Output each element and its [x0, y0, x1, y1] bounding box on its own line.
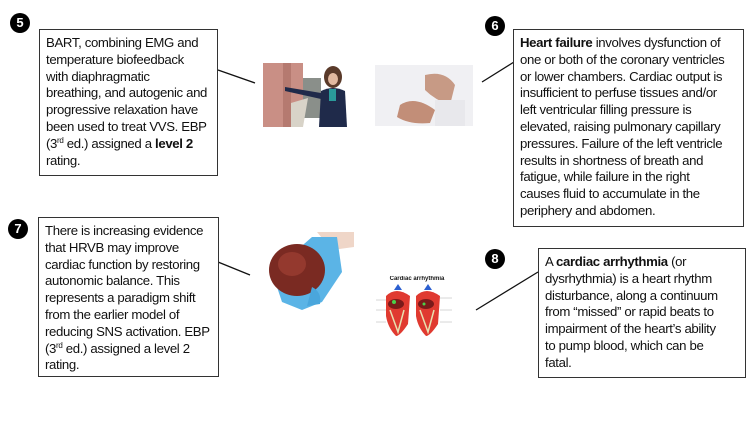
text-line: Heart failure involves dysfunction of: [520, 35, 737, 52]
text-line: that HRVB may improve: [45, 240, 212, 257]
text-segment: BART, combining EMG and: [46, 35, 199, 50]
text-segment: dysrhythmia) is a heart rhythm: [545, 270, 712, 286]
text-line: (3rd ed.) assigned a level 2: [46, 136, 211, 153]
text-segment: causes fluid to accumulate in the: [520, 186, 700, 202]
text-line: progressive relaxation have: [46, 102, 211, 119]
text-line: autonomic balance. This: [45, 273, 212, 290]
text-segment: with diaphragmatic: [46, 68, 150, 84]
text-line: rating.: [45, 357, 212, 374]
text-line: impairment of the heart’s ability: [545, 321, 739, 338]
superscript: rd: [56, 340, 63, 350]
text-segment: (or: [667, 254, 687, 269]
text-segment: represents a paradigm shift: [45, 290, 196, 306]
text-segment: temperature biofeedback: [46, 51, 184, 67]
heart-normal-icon: [386, 284, 410, 336]
text-line: periphery and abdomen.: [520, 203, 737, 220]
text-segment: fatigue, while failure in the right: [520, 169, 690, 185]
connector-6: [481, 61, 515, 83]
text-line: been used to treat VVS. EBP: [46, 119, 211, 136]
photo-woman-fainting: [263, 63, 359, 127]
text-line: There is increasing evidence: [45, 223, 212, 240]
text-segment: disturbance, along a continuum: [545, 287, 718, 303]
text-segment: breathing, and autogenic and: [46, 85, 208, 101]
text-line: fatigue, while failure in the right: [520, 169, 737, 186]
text-line: or lower chambers. Cardiac output is: [520, 69, 737, 86]
text-segment: A: [545, 254, 557, 269]
text-line: pressures. Failure of the left ventricle: [520, 136, 737, 153]
text-line: disturbance, along a continuum: [545, 288, 739, 305]
cardiac-arrhythmia-diagram: Cardiac arrhythmia: [372, 276, 462, 348]
text-segment: results in shortness of breath and: [520, 152, 704, 168]
text-segment: There is increasing evidence: [45, 223, 204, 238]
text-line: with diaphragmatic: [46, 69, 211, 86]
text-segment: (3: [45, 340, 57, 356]
text-line: represents a paradigm shift: [45, 290, 212, 307]
photo-chest-pain: [375, 65, 473, 126]
text-segment: pressures. Failure of the left ventricle: [520, 135, 723, 151]
bold-term: Heart failure: [520, 35, 593, 50]
text-line: to pump blood, which can be: [545, 338, 739, 355]
text-segment: to pump blood, which can be: [545, 337, 704, 353]
heart-arrhythmia-icon: [416, 284, 440, 336]
text-segment: insufficient to perfuse tissues and/or: [520, 85, 717, 101]
text-segment: ed.) assigned a: [63, 135, 156, 151]
bold-term: cardiac arrhythmia: [556, 254, 668, 269]
text-line: dysrhythmia) is a heart rhythm: [545, 271, 739, 288]
text-segment: from “missed” or rapid beats to: [545, 304, 714, 320]
text-segment: progressive relaxation have: [46, 102, 198, 118]
badge-5: 5: [10, 13, 30, 33]
text-line: A cardiac arrhythmia (or: [545, 254, 739, 271]
text-line: one or both of the coronary ventricles: [520, 52, 737, 69]
text-segment: involves dysfunction of: [592, 35, 721, 50]
text-segment: been used to treat VVS. EBP: [46, 118, 207, 134]
text-line: (3rd ed.) assigned a level 2: [45, 341, 212, 358]
text-line: rating.: [46, 153, 211, 170]
text-segment: from the earlier model of: [45, 306, 180, 322]
bold-term: level 2: [155, 135, 193, 151]
text-segment: (3: [46, 135, 58, 151]
text-line: temperature biofeedback: [46, 52, 211, 69]
text-segment: one or both of the coronary ventricles: [520, 51, 725, 67]
text-line: elevated, raising pulmonary capillary: [520, 119, 737, 136]
text-segment: rating.: [46, 152, 81, 168]
text-line: fatal.: [545, 355, 739, 372]
text-segment: periphery and abdomen.: [520, 202, 656, 218]
connector-8: [475, 271, 539, 311]
text-line: cardiac function by restoring: [45, 257, 212, 274]
text-segment: or lower chambers. Cardiac output is: [520, 68, 723, 84]
superscript: rd: [57, 135, 64, 145]
text-segment: left ventricular filling pressure is: [520, 102, 692, 118]
badge-6: 6: [485, 16, 505, 36]
text-segment: ed.) assigned a level 2: [62, 340, 190, 356]
connector-5: [217, 69, 256, 84]
photo-heart-in-glove: [262, 232, 354, 312]
text-segment: rating.: [45, 357, 80, 373]
text-segment: elevated, raising pulmonary capillary: [520, 118, 721, 134]
connector-7: [217, 261, 251, 276]
text-segment: impairment of the heart’s ability: [545, 321, 716, 337]
text-segment: cardiac function by restoring: [45, 256, 200, 272]
badge-8: 8: [485, 249, 505, 269]
text-line: left ventricular filling pressure is: [520, 102, 737, 119]
text-line: from the earlier model of: [45, 307, 212, 324]
text-line: causes fluid to accumulate in the: [520, 186, 737, 203]
text-line: results in shortness of breath and: [520, 153, 737, 170]
text-segment: fatal.: [545, 354, 572, 370]
badge-7: 7: [8, 219, 28, 239]
text-segment: that HRVB may improve: [45, 239, 179, 255]
diagram-title: Cardiac arrhythmia: [389, 276, 445, 282]
text-segment: reducing SNS activation. EBP: [45, 323, 210, 339]
text-line: from “missed” or rapid beats to: [545, 304, 739, 321]
text-line: reducing SNS activation. EBP: [45, 324, 212, 341]
text-segment: autonomic balance. This: [45, 273, 180, 289]
text-line: breathing, and autogenic and: [46, 85, 211, 102]
text-line: insufficient to perfuse tissues and/or: [520, 85, 737, 102]
text-line: BART, combining EMG and: [46, 35, 211, 52]
